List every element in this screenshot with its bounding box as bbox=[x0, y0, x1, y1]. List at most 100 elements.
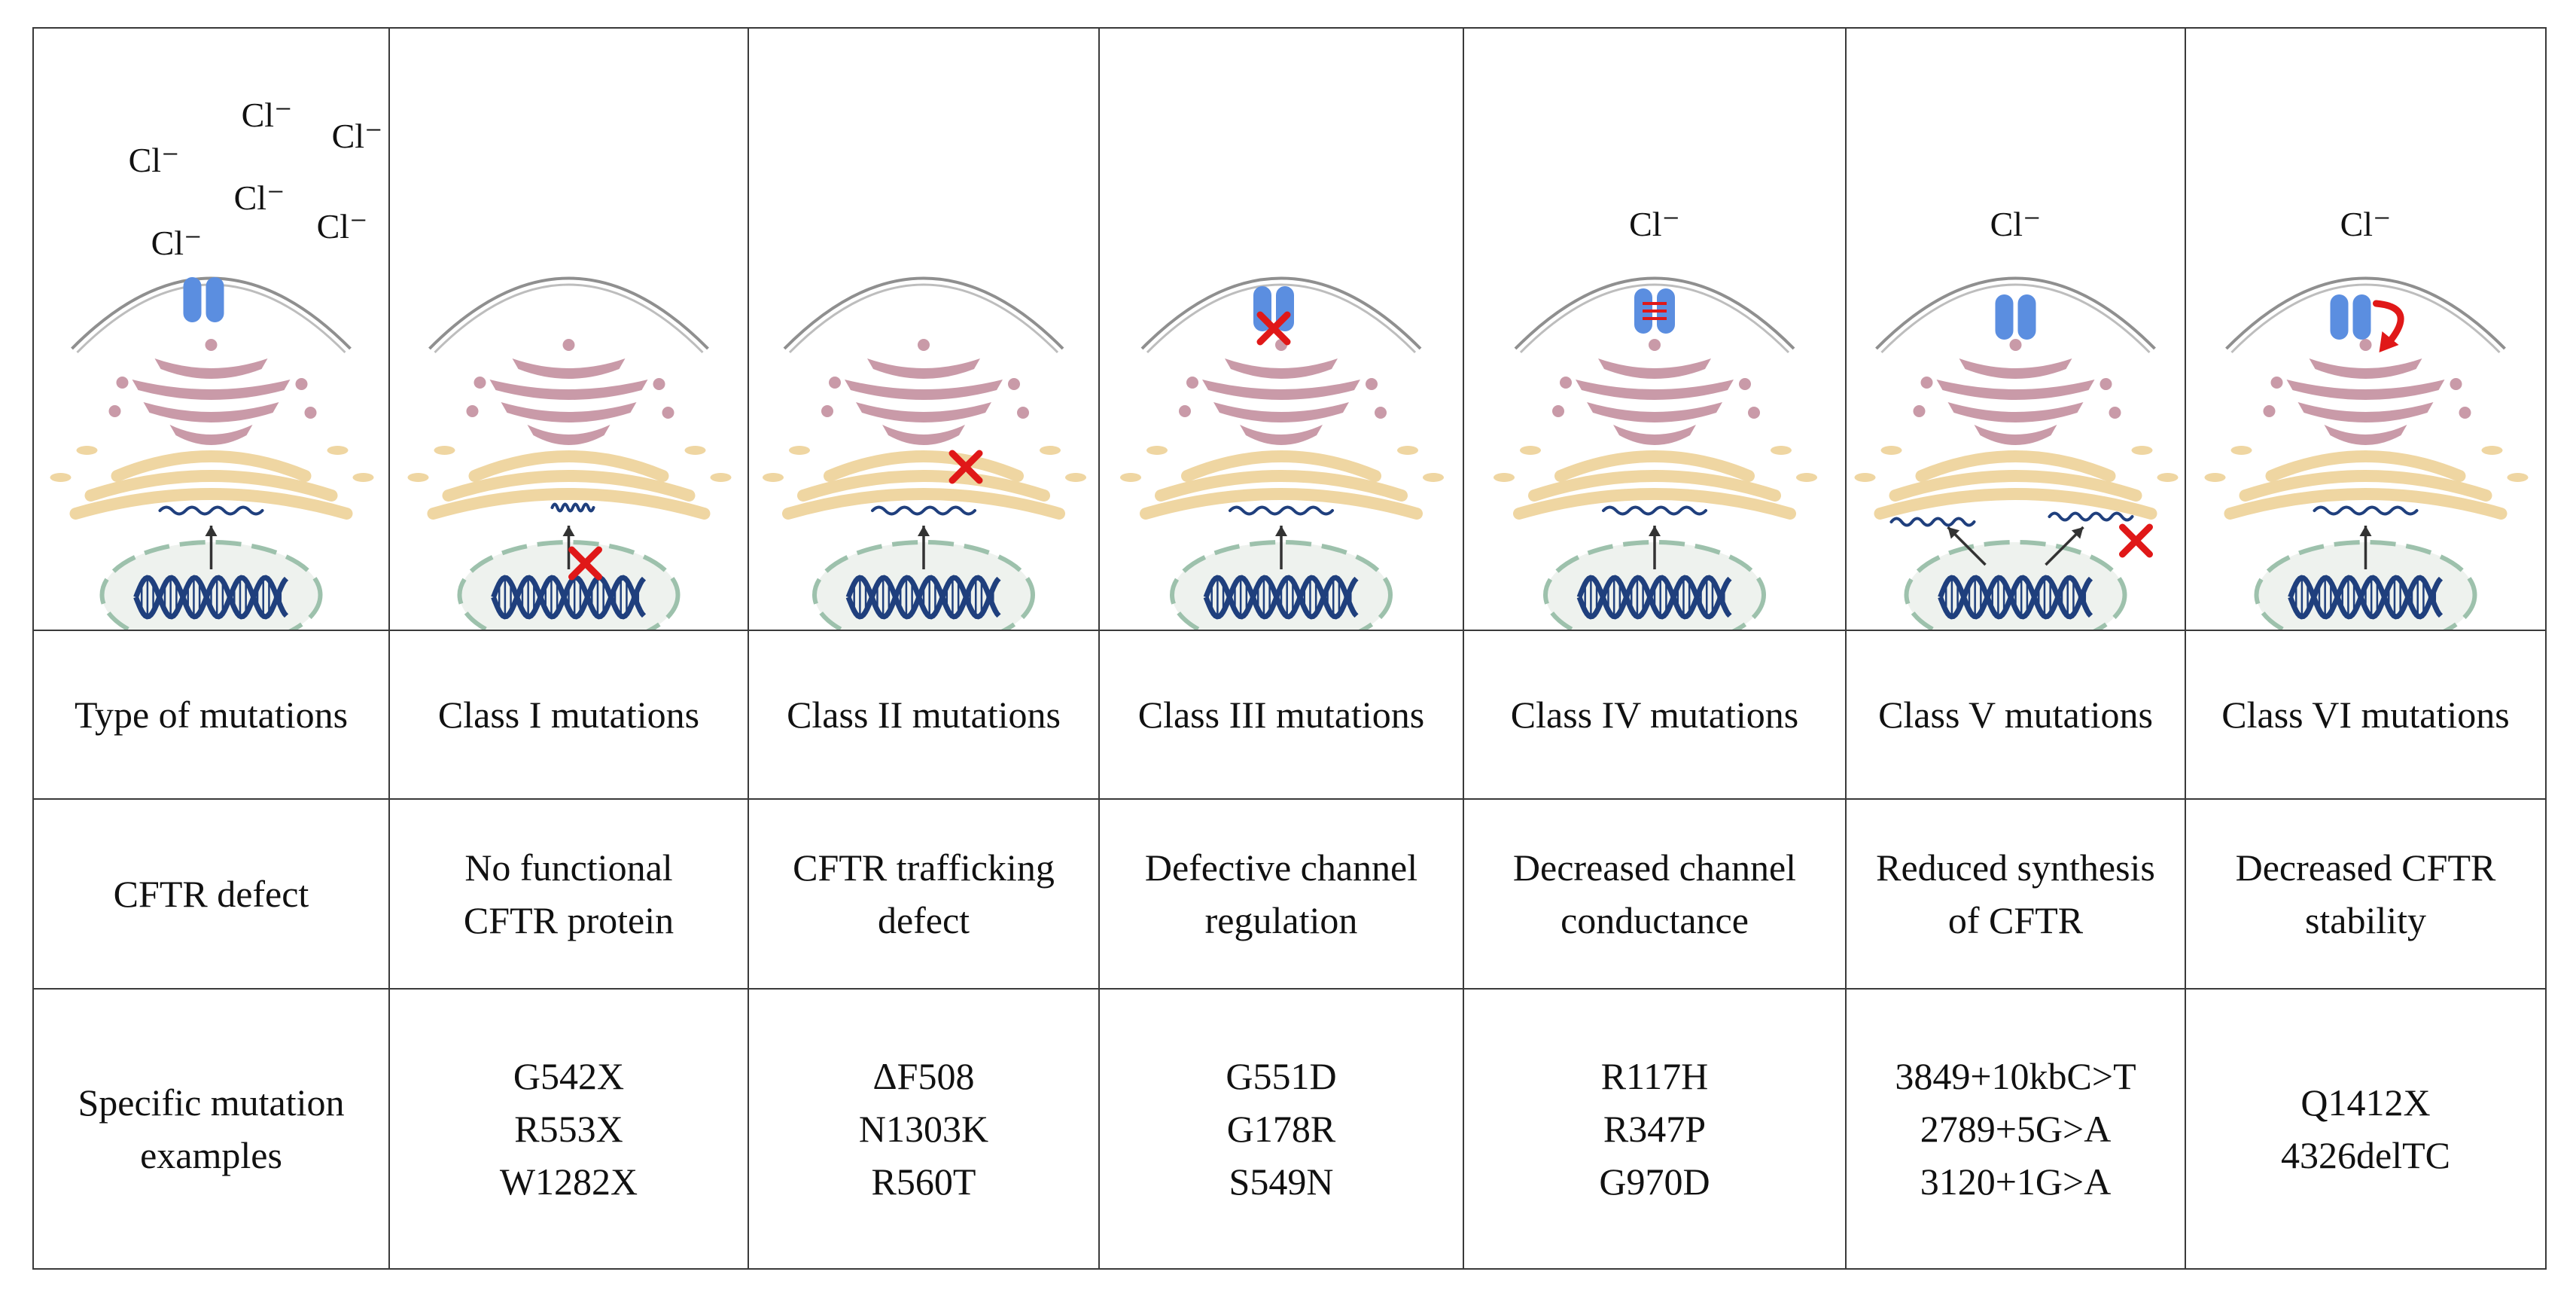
cell-group: Cl⁻ bbox=[1494, 205, 1817, 630]
dna-strand bbox=[1203, 575, 1359, 620]
mrna-strand bbox=[1229, 505, 1334, 516]
golgi-cisterna bbox=[1202, 380, 1360, 400]
er-sheet bbox=[1528, 470, 1781, 502]
er-vesicle bbox=[684, 446, 706, 455]
red-cross-icon bbox=[1256, 311, 1291, 346]
golgi-cisterna bbox=[169, 425, 253, 445]
channel-subunit bbox=[206, 277, 224, 322]
golgi-cisterna bbox=[1959, 358, 2072, 379]
membrane-outer bbox=[1875, 276, 2156, 350]
golgi-vesicle bbox=[662, 407, 674, 419]
red-cross-icon bbox=[568, 546, 602, 581]
mrna-strand bbox=[158, 505, 264, 516]
cell-illustration-class-1 bbox=[407, 276, 732, 630]
chloride-ion-label: Cl⁻ bbox=[2340, 205, 2392, 243]
cell-line: S549N bbox=[1229, 1160, 1334, 1203]
cross-stroke bbox=[948, 450, 983, 484]
type-of-mutations-header: Type of mutations bbox=[32, 630, 390, 800]
er-sheet bbox=[1140, 488, 1423, 520]
er-vesicle bbox=[1854, 473, 1876, 482]
arrow-head bbox=[1947, 527, 1960, 539]
chloride-ion-label: Cl⁻ bbox=[242, 96, 293, 134]
arrow-head bbox=[918, 526, 930, 536]
cell-illustration-class-4: Cl⁻ bbox=[1494, 205, 1817, 630]
golgi-cisterna bbox=[1213, 402, 1349, 422]
cell-illustration-class-6: Cl⁻ bbox=[2204, 205, 2529, 630]
membrane-outer bbox=[1140, 276, 1422, 350]
er-vesicle bbox=[327, 446, 349, 455]
arrow-head bbox=[1275, 526, 1287, 536]
er-vesicle bbox=[1520, 446, 1541, 455]
chloride-ion-label: Cl⁻ bbox=[129, 141, 180, 179]
membrane-inner bbox=[2230, 283, 2501, 354]
golgi-cisterna bbox=[2324, 425, 2407, 445]
arrow-icon bbox=[918, 526, 930, 569]
golgi-vesicle bbox=[1186, 377, 1198, 389]
membrane-outer bbox=[2225, 276, 2506, 350]
golgi-cisterna bbox=[1947, 402, 2084, 422]
dna-helix-icon bbox=[133, 575, 289, 620]
cell-membrane bbox=[1875, 276, 2156, 354]
er-sheet bbox=[111, 450, 312, 482]
cross-stroke bbox=[568, 546, 602, 581]
golgi-vesicle bbox=[918, 339, 930, 351]
er-vesicle bbox=[1040, 446, 1061, 455]
class-5-label: Class V mutations bbox=[1845, 630, 2186, 800]
golgi-cisterna bbox=[1576, 380, 1734, 400]
arrow-head bbox=[1649, 526, 1661, 536]
arrow-icon bbox=[1275, 526, 1287, 569]
membrane-inner bbox=[788, 283, 1059, 354]
cell-line: regulation bbox=[1204, 899, 1358, 941]
cell-line: Decreased channel bbox=[1512, 846, 1797, 889]
cell-line: G178R bbox=[1226, 1108, 1336, 1150]
golgi-vesicle bbox=[821, 405, 833, 417]
cell-line: defect bbox=[877, 899, 970, 941]
er-vesicle bbox=[2481, 446, 2503, 455]
golgi-cisterna bbox=[1598, 358, 1711, 379]
cell-line: W1282X bbox=[499, 1160, 638, 1203]
er-vesicle bbox=[1494, 473, 1515, 482]
mrna-strand bbox=[871, 505, 976, 516]
golgi-cisterna bbox=[2286, 380, 2445, 400]
cell-line: ΔF508 bbox=[872, 1055, 975, 1097]
endoplasmic-reticulum bbox=[407, 446, 732, 520]
er-sheet bbox=[427, 488, 711, 520]
arrow-icon bbox=[1649, 526, 1661, 569]
illustration-cell-class-1 bbox=[388, 27, 749, 631]
cell-line: R117H bbox=[1600, 1055, 1709, 1097]
golgi-vesicle bbox=[653, 378, 665, 390]
dna-helix-icon bbox=[1203, 575, 1359, 620]
er-vesicle bbox=[2204, 473, 2226, 482]
dna-helix-icon bbox=[491, 575, 647, 620]
er-vesicle bbox=[1065, 473, 1086, 482]
golgi-apparatus bbox=[1179, 339, 1387, 445]
dna-strand bbox=[1203, 575, 1359, 620]
golgi-cisterna bbox=[2309, 358, 2422, 379]
golgi-vesicle bbox=[1375, 407, 1387, 419]
cell-line: 4326delTC bbox=[2281, 1134, 2450, 1176]
golgi-vesicle bbox=[2459, 407, 2471, 419]
golgi-cisterna bbox=[882, 425, 965, 445]
chloride-ion-label: Cl⁻ bbox=[151, 224, 202, 262]
golgi-cisterna bbox=[867, 358, 980, 379]
dna-strand bbox=[1576, 575, 1732, 620]
recycling-arrow-head bbox=[2379, 331, 2399, 352]
mrna-strand bbox=[2048, 511, 2134, 522]
cftr-channel-icon bbox=[2330, 294, 2371, 340]
golgi-apparatus bbox=[1913, 339, 2121, 445]
er-vesicle bbox=[2131, 446, 2153, 455]
golgi-cisterna bbox=[1936, 380, 2095, 400]
golgi-vesicle bbox=[473, 377, 486, 389]
cell-line: R560T bbox=[871, 1160, 976, 1203]
golgi-vesicle bbox=[1552, 405, 1564, 417]
cell-line: No functional bbox=[464, 846, 673, 889]
class-3-label: Class III mutations bbox=[1098, 630, 1464, 800]
cell-membrane bbox=[428, 276, 709, 354]
er-sheet bbox=[442, 470, 696, 502]
cell-group bbox=[1120, 276, 1444, 630]
illustration-cell-class-4: Cl⁻ bbox=[1463, 27, 1847, 631]
